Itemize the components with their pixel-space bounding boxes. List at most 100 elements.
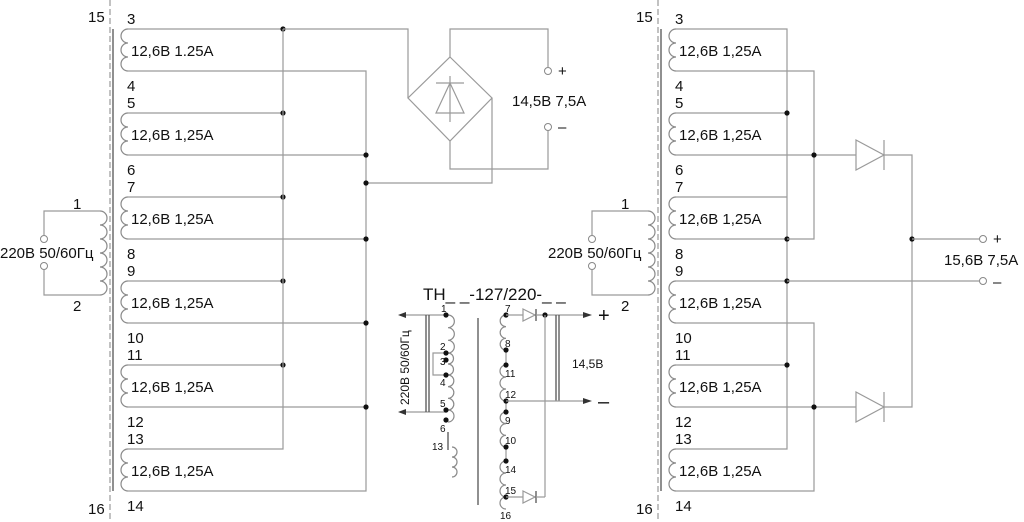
mid-primary-pin-2: 2	[440, 342, 446, 353]
right_panel-winding-pin-start: 5	[675, 95, 683, 112]
junction-dot	[443, 357, 449, 363]
mid-secondary-pin-9: 9	[505, 416, 511, 427]
right_panel-primary-wire-top	[591, 210, 648, 235]
right_panel-primary-coil	[647, 210, 656, 296]
left_panel-secondary-coil	[120, 196, 129, 240]
terminal-icon	[979, 277, 987, 285]
right_panel-secondary-coil	[668, 28, 677, 72]
right_panel-winding-pin-end: 14	[675, 498, 692, 515]
left_panel-primary-wire-top	[43, 210, 100, 235]
mid-plus-sign: +	[598, 305, 610, 327]
left_panel-winding-pin-start: 11	[127, 347, 143, 364]
junction-dot	[363, 180, 369, 186]
right_panel-secondary-coil	[668, 364, 677, 408]
output-plus-wire	[449, 28, 549, 67]
junction-dot	[503, 458, 509, 464]
left_panel-secondary-coil	[120, 28, 129, 72]
arrow-right-icon	[583, 398, 592, 404]
left_panel-winding-pin-end: 12	[127, 414, 144, 431]
middle-title: ТН_ _-127/220-_ _	[423, 285, 566, 304]
junction-dot	[503, 409, 509, 415]
junction-dot	[811, 404, 817, 410]
right_panel-winding-pin-start: 9	[675, 263, 683, 280]
right_panel-primary-pin-1: 1	[621, 196, 629, 213]
mid-secondary-coil	[499, 314, 507, 351]
output-minus-sign: –	[558, 119, 567, 136]
bus-a	[128, 29, 284, 450]
mid-secondary-pin-10: 10	[505, 436, 517, 447]
left_panel-primary-wire-bottom	[43, 270, 100, 296]
mid-primary-coil	[447, 374, 455, 411]
junction-dot	[503, 362, 509, 368]
left_panel-winding-pin-start: 5	[127, 95, 135, 112]
diode-triangle	[855, 138, 886, 172]
mid-secondary-pin-7: 7	[505, 304, 511, 315]
right_panel-primary-pin-2: 2	[621, 298, 629, 315]
mid-primary-pin-5: 5	[440, 399, 446, 410]
left_panel-winding-label: 12,6В 1,25А	[131, 127, 214, 144]
mid-secondary-coil	[499, 460, 507, 498]
right_panel-secondary-coil	[668, 448, 677, 492]
junction-dot	[363, 320, 369, 326]
mid-secondary-pin-8: 8	[505, 339, 511, 350]
mid-primary-pin-3: 3	[440, 357, 446, 368]
right_panel-winding-label: 12,6В 1,25А	[679, 127, 762, 144]
junction-dot	[503, 347, 509, 353]
bridge-ac-wire-2	[366, 98, 493, 184]
junction-dot	[363, 404, 369, 410]
right_panel-winding-pin-start: 3	[675, 11, 683, 28]
terminal-icon	[588, 262, 596, 270]
left_panel-secondary-coil	[120, 280, 129, 324]
right_panel-core-pin-bottom: 16	[636, 501, 653, 518]
mid-secondary-pin-15: 15	[505, 486, 517, 497]
mid-aux-coil	[451, 446, 458, 478]
mid-primary-label: 220В 50/60Гц	[398, 330, 412, 405]
right_panel-winding-pin-start: 13	[675, 431, 692, 448]
left_panel-winding-label: 12,6В 1,25А	[131, 463, 214, 480]
left_panel-winding-pin-end: 10	[127, 330, 144, 347]
right_panel-winding-pin-end: 6	[675, 162, 683, 179]
left_panel-secondary-coil	[120, 112, 129, 156]
right_panel-core-pin-top: 15	[636, 9, 653, 26]
diode-upper-icon	[855, 138, 886, 172]
mid-primary-coil	[447, 409, 455, 423]
left_panel-winding-label: 12,6В 1,25А	[131, 211, 214, 228]
arrow-left-icon	[398, 409, 406, 415]
left_panel-winding-pin-end: 4	[127, 78, 135, 95]
junction-dot	[784, 110, 790, 116]
left_panel-winding-pin-start: 7	[127, 179, 135, 196]
mid-primary-coil	[447, 314, 455, 354]
left_panel-winding-pin-start: 3	[127, 11, 135, 28]
bridge-diode-triangle	[435, 81, 465, 114]
junction-dot	[443, 417, 449, 423]
mid-output-label: 14,5В	[572, 357, 603, 371]
arrow-right-icon	[583, 312, 592, 318]
mid-primary-pin-6: 6	[440, 424, 446, 435]
junction-dot	[503, 444, 509, 450]
right_panel-winding-pin-start: 11	[675, 347, 691, 364]
mid-primary-pin-1: 1	[441, 304, 447, 315]
right_panel-winding-label: 12,6В 1,25А	[679, 463, 762, 480]
mid-primary-pin-13: 13	[432, 442, 444, 453]
left_panel-winding-pin-start: 13	[127, 431, 144, 448]
right_panel-winding-pin-end: 4	[675, 78, 683, 95]
left_panel-primary-pin-2: 2	[73, 298, 81, 315]
junction-dot	[443, 372, 449, 378]
right_panel-secondary-coil	[668, 112, 677, 156]
bridge-ac-wire	[283, 28, 409, 98]
right_panel-winding-pin-end: 12	[675, 414, 692, 431]
left_panel-winding-pin-end: 14	[127, 498, 144, 515]
terminal-icon	[40, 262, 48, 270]
right_panel-winding-pin-end: 10	[675, 330, 692, 347]
mid-primary-coil	[447, 352, 455, 376]
output-plus-sign: +	[558, 63, 567, 80]
arrow-left-icon	[398, 312, 406, 318]
mid-primary-pin-4: 4	[440, 378, 446, 389]
left_panel-secondary-coil	[120, 364, 129, 408]
left_panel-core-pin-bottom: 16	[88, 501, 105, 518]
junction-dot	[363, 152, 369, 158]
right_panel-winding-label: 12,6В 1,25А	[679, 43, 762, 60]
right_panel-winding-label: 12,6В 1,25А	[679, 379, 762, 396]
mid-diode-bottom-icon	[522, 490, 537, 504]
